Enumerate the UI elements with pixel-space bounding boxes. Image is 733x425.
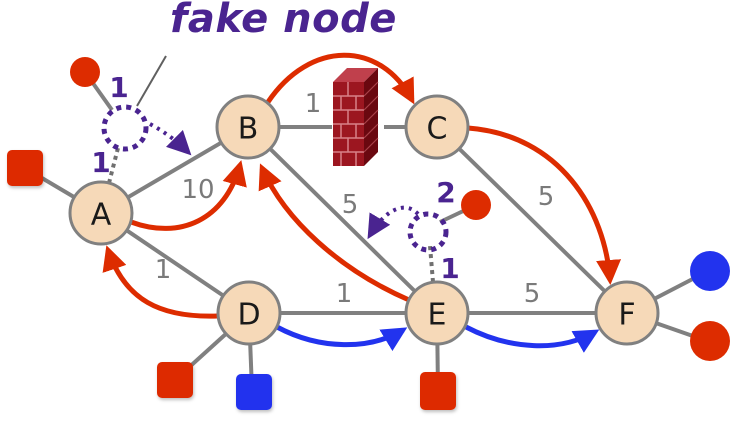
link-B-E [246,125,439,315]
path-E-to-F [464,324,600,353]
host-circle-fake-1 [70,57,100,87]
fake-node-2 [407,211,449,253]
path-A-to-B [130,160,247,231]
host-square-E [420,372,456,410]
fake-node-2-link-weight: 1 [440,252,459,285]
router-F[interactable] [594,280,660,346]
fake-node-2-arrow [367,205,420,240]
fake-node-1-link-weight: 1 [91,146,110,179]
router-A[interactable] [68,180,134,246]
fake-node-1-arrow [149,122,192,156]
fake-link-E [428,245,435,283]
fake-node-1-callout [136,55,167,107]
weight-A-D: 1 [155,255,172,285]
router-F-label: F [618,298,635,333]
weight-B-C: 1 [305,89,322,119]
weight-B-E: 5 [342,190,359,220]
path-D-to-A [102,245,219,319]
host-circle-F-red [690,321,730,361]
path-C-to-F [467,125,622,285]
fake-node-1 [101,104,149,152]
path-D-to-E [275,324,408,352]
host-circle-fake-2 [461,190,491,220]
fake-node-title: fake node [170,0,397,42]
host-square-D-red [157,362,193,398]
path-B-to-C [265,52,415,105]
router-B-label: B [238,112,259,147]
router-E-label: E [428,298,447,333]
fake-node-1-host-weight: 1 [109,71,128,104]
host-square-A [7,150,43,186]
router-B[interactable] [215,94,281,160]
router-D[interactable] [216,280,282,346]
router-E[interactable] [404,280,470,346]
host-circle-F-blue [690,251,730,291]
router-C-label: C [427,112,448,147]
weight-D-E: 1 [336,279,353,309]
weight-E-F: 5 [524,279,541,309]
router-A-label: A [91,198,112,233]
weight-C-F: 5 [538,182,555,212]
weight-A-B: 10 [181,175,214,205]
path-E-to-B [258,163,410,303]
link-C-F [435,125,629,315]
router-D-label: D [237,298,260,333]
firewall-icon [333,68,379,166]
fake-link-A [107,147,120,184]
host-square-D-blue [236,374,272,410]
router-C[interactable] [404,94,470,160]
fake-node-2-host-weight: 2 [436,176,455,209]
